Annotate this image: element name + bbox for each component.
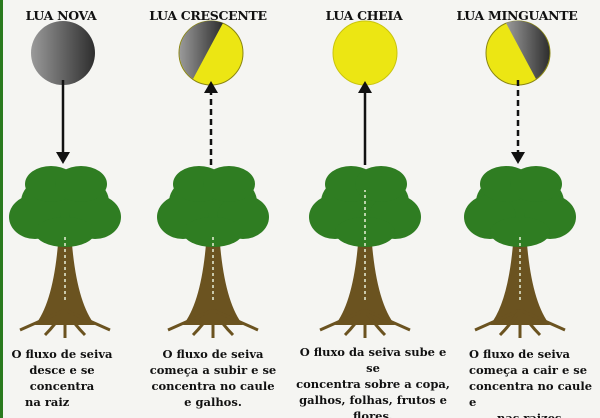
caption-line: O fluxo da seiva sube e se (299, 345, 447, 375)
title-lua-minguante: LUA MINGUANTE (456, 8, 578, 23)
tree-foliage (183, 217, 243, 247)
tree-root (191, 309, 215, 337)
moon-new-icon (31, 21, 95, 85)
tree-foliage (490, 217, 550, 247)
caption-lua-crescente: O fluxo de seiva começa a subir e se con… (148, 346, 278, 410)
moon-full-icon (332, 20, 398, 86)
caption-line: O fluxo de seiva (469, 347, 570, 361)
tree-root (364, 308, 411, 332)
caption-line: começa a subir e se (149, 363, 277, 377)
arrowhead (56, 152, 70, 164)
tree-root (211, 309, 235, 337)
tree-trunk (335, 230, 395, 325)
caption-line: concentra sobre a copa, (296, 377, 450, 391)
caption-line: galhos, folhas, frutos e (299, 393, 447, 407)
arrowhead (204, 81, 218, 93)
tree-root (319, 308, 366, 332)
tree-trunk (35, 230, 95, 325)
caption-line: e galhos. (184, 395, 242, 409)
title-lua-crescente: LUA CRESCENTE (149, 8, 267, 23)
moon-shadow (506, 20, 550, 79)
caption-line: na raiz (25, 395, 70, 409)
tree-foliage (355, 166, 407, 202)
tree-trunk (183, 230, 243, 325)
caption-lua-cheia: O fluxo da seiva sube e se concentra sob… (293, 344, 453, 418)
tree-foliage (55, 166, 107, 202)
tree-root (343, 309, 367, 337)
caption-lua-nova: O fluxo de seiva desce e se concentra na… (3, 346, 121, 410)
tree-root (63, 309, 87, 337)
caption-line: concentra no caule e (469, 379, 593, 409)
arrowhead (511, 152, 525, 164)
tree-root (167, 308, 214, 332)
tree-root (64, 308, 111, 332)
tree-root (19, 308, 66, 332)
caption-lua-minguante: O fluxo de seiva começa a cair e se conc… (469, 346, 600, 418)
caption-line: começa a cair e se (469, 363, 588, 377)
tree-foliage (35, 217, 95, 247)
moon-shadow (179, 20, 223, 79)
tree-root (474, 308, 521, 332)
tree-foliage (510, 166, 562, 202)
tree-foliage (203, 166, 255, 202)
caption-line: O fluxo de seiva (162, 347, 264, 361)
tree-trunk (490, 230, 550, 325)
caption-line: O fluxo de seiva (11, 347, 113, 361)
arrowhead (358, 81, 372, 93)
title-lua-nova: LUA NOVA (25, 8, 97, 23)
tree-root (363, 309, 387, 337)
caption-line: flores. (353, 409, 393, 418)
tree-root (43, 309, 67, 337)
tree-root (518, 309, 542, 337)
tree-root (519, 308, 566, 332)
diagram-art (9, 20, 576, 338)
caption-line: desce e se concentra (29, 363, 95, 393)
tree-root (212, 308, 259, 332)
caption-line: nas raizes. (497, 411, 566, 418)
caption-line: concentra no caule (151, 379, 275, 393)
tree-root (498, 309, 522, 337)
title-lua-cheia: LUA CHEIA (325, 8, 403, 23)
